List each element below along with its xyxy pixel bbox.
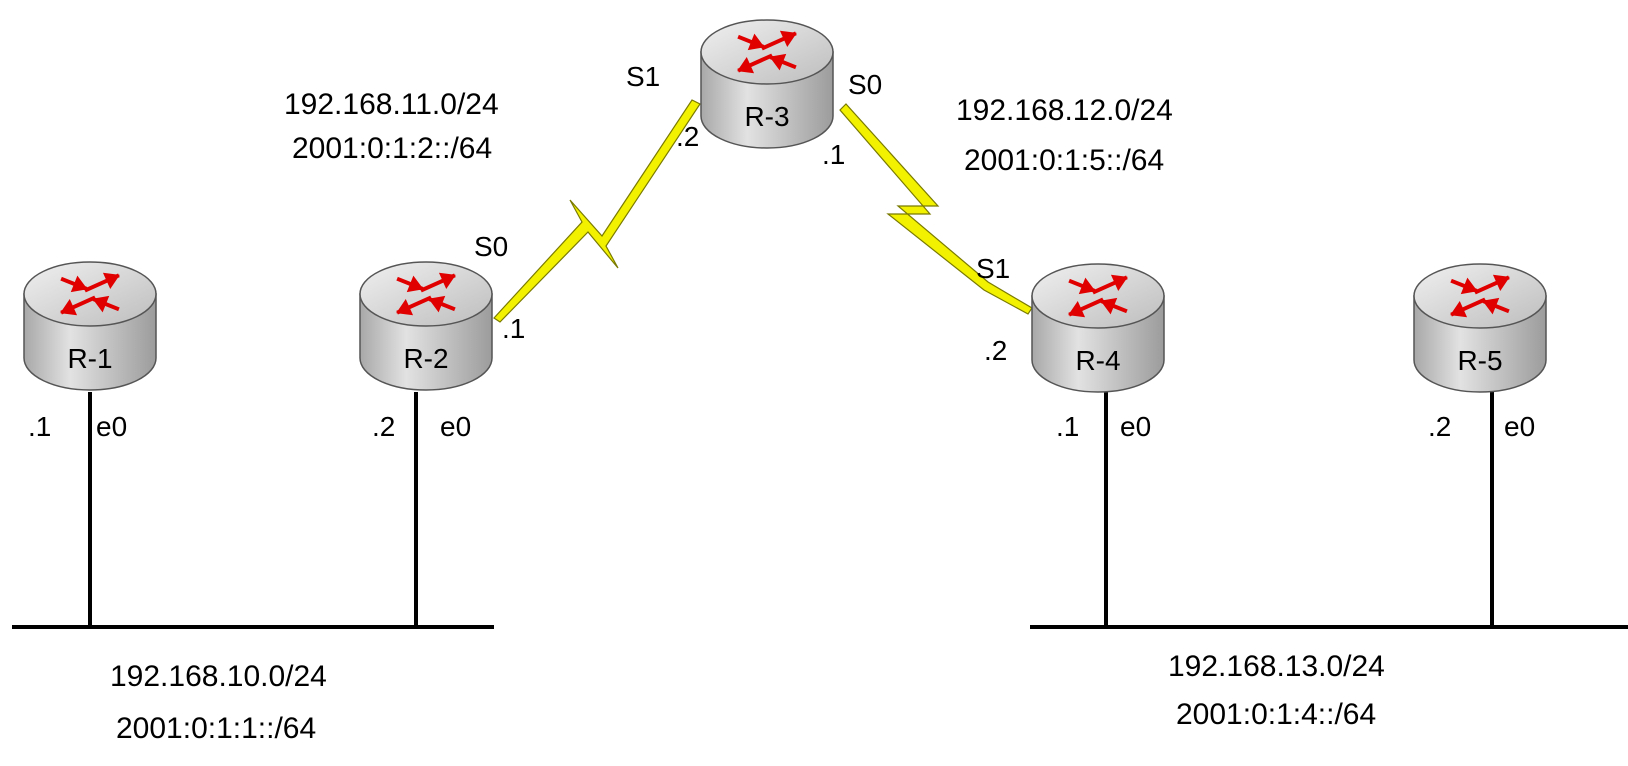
router-r-5-icon: R-5 <box>1413 263 1547 393</box>
r2-e0-host: .2 <box>372 411 395 442</box>
router-name-label: R-3 <box>744 101 789 132</box>
serial-link-r3-r4 <box>839 103 1033 315</box>
r5-e0-port: e0 <box>1504 411 1535 442</box>
r4-e0-host: .1 <box>1056 411 1079 442</box>
r3-s0-host: .1 <box>822 139 845 170</box>
lan-right-ipv4: 192.168.13.0/24 <box>1168 650 1385 683</box>
router-arrows-icon <box>60 272 120 316</box>
r4-s1-host: .2 <box>984 335 1007 366</box>
wan-right-ipv4: 192.168.12.0/24 <box>956 94 1173 127</box>
r3-s1-port: S1 <box>626 61 660 92</box>
r3-s0-port: S0 <box>848 69 882 100</box>
router-name-label: R-2 <box>403 343 448 374</box>
router-name-label: R-1 <box>67 343 112 374</box>
router-name-label: R-5 <box>1457 345 1502 376</box>
router-arrows-icon <box>396 272 456 316</box>
r3-s1-host: .2 <box>676 121 699 152</box>
r1-e0-host: .1 <box>28 411 51 442</box>
r4-s1-port: S1 <box>976 253 1010 284</box>
routers-layer: R-1 R-2 R-3R-4 R-5 <box>23 19 1547 393</box>
lan-right-ipv6: 2001:0:1:4::/64 <box>1176 698 1376 731</box>
router-name-label: R-4 <box>1075 345 1120 376</box>
router-r-4-icon: R-4 <box>1031 263 1165 393</box>
wan-left-ipv4: 192.168.11.0/24 <box>284 88 499 121</box>
router-r-3-icon: R-3 <box>700 19 834 149</box>
lan-left-ipv6: 2001:0:1:1::/64 <box>116 712 316 745</box>
lan-left-ipv4: 192.168.10.0/24 <box>110 660 327 693</box>
r2-e0-port: e0 <box>440 411 471 442</box>
wan-left-ipv6: 2001:0:1:2::/64 <box>292 132 492 165</box>
router-arrows-icon <box>1450 274 1510 318</box>
r2-s0-port: S0 <box>474 231 508 262</box>
r4-e0-port: e0 <box>1120 411 1151 442</box>
wan-right-ipv6: 2001:0:1:5::/64 <box>964 144 1164 177</box>
r5-e0-host: .2 <box>1428 411 1451 442</box>
router-arrows-icon <box>1068 274 1128 318</box>
router-arrows-icon <box>737 30 797 74</box>
serial-link-r2-r3 <box>493 99 701 323</box>
r2-s0-host: .1 <box>502 313 525 344</box>
router-r-2-icon: R-2 <box>359 261 493 391</box>
r1-e0-port: e0 <box>96 411 127 442</box>
router-r-1-icon: R-1 <box>23 261 157 391</box>
